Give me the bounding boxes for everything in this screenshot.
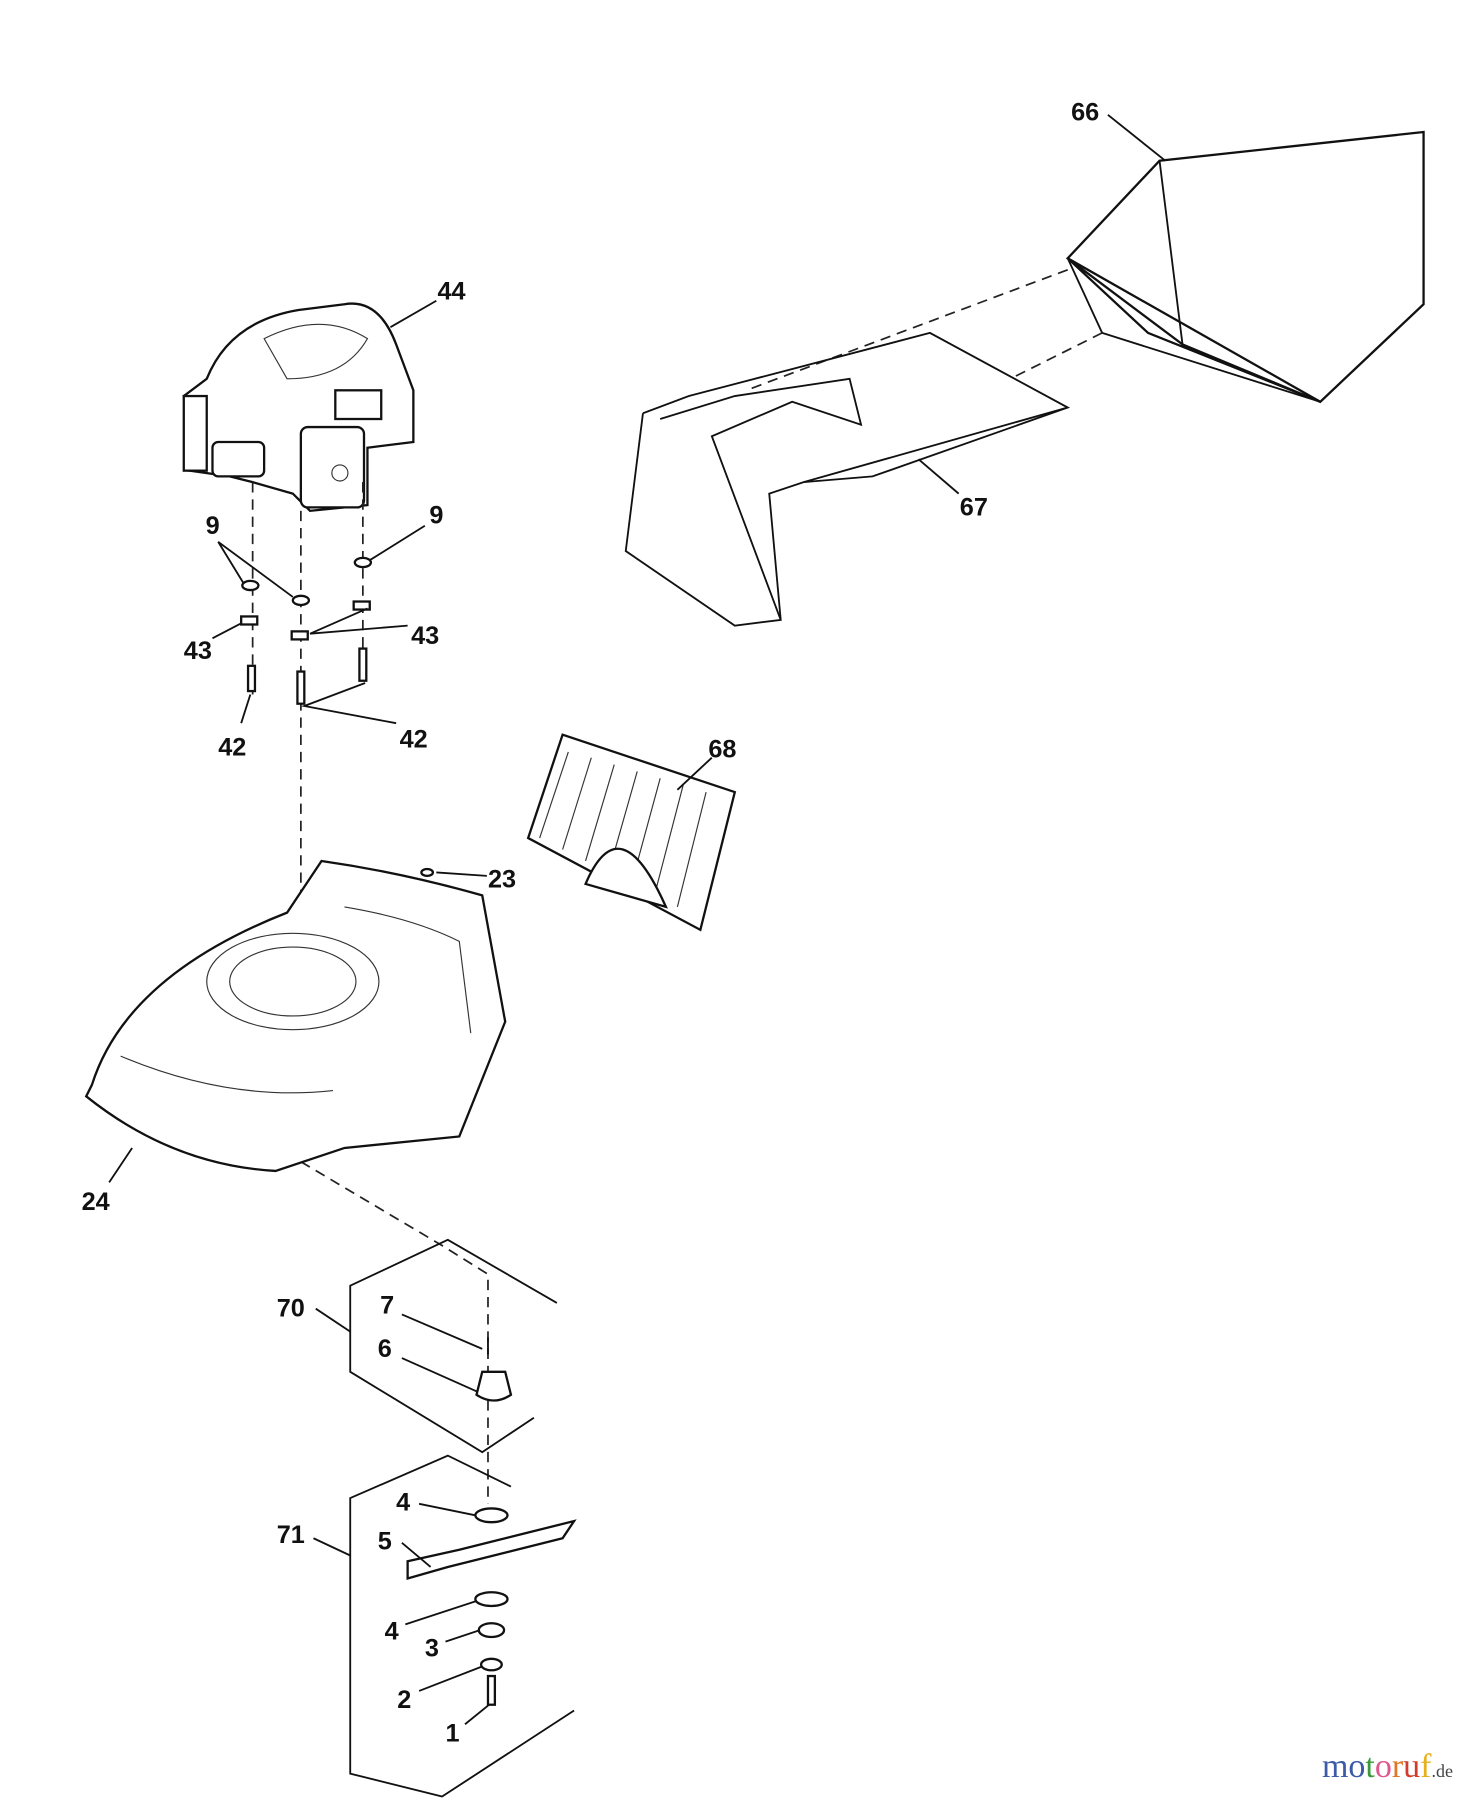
washers-bolts <box>240 556 435 878</box>
callout-68: 68 <box>708 736 736 764</box>
grass-bag <box>745 130 1425 404</box>
logo-letter: o <box>1374 1748 1392 1785</box>
callout-7: 7 <box>380 1291 394 1319</box>
callout-2: 2 <box>397 1686 411 1714</box>
engine <box>182 302 415 513</box>
callout-6: 6 <box>378 1335 392 1363</box>
callout-71: 71 <box>277 1521 305 1549</box>
logo-letter: r <box>1391 1748 1404 1785</box>
adapter-box <box>349 1238 558 1454</box>
callout-1: 1 <box>446 1719 460 1747</box>
leader-lines <box>108 114 1166 1725</box>
callout-42: 42 <box>218 733 246 761</box>
callout-4: 4 <box>385 1617 399 1645</box>
callout-24: 24 <box>82 1188 110 1216</box>
callout-9: 9 <box>429 501 443 529</box>
callout-9: 9 <box>206 512 220 540</box>
logo-letter: m <box>1321 1748 1349 1785</box>
callout-43: 43 <box>184 637 212 665</box>
callout-3: 3 <box>425 1635 439 1663</box>
callout-23: 23 <box>488 865 516 893</box>
grass-bag-frame <box>624 331 1071 627</box>
blade-adapter <box>475 1370 513 1402</box>
logo-letter: u <box>1403 1748 1421 1785</box>
motoruf-logo: motoruf.de <box>1322 1748 1453 1786</box>
logo-letter: t <box>1365 1748 1375 1785</box>
blade-box <box>349 1454 575 1798</box>
logo-suffix: .de <box>1431 1761 1454 1781</box>
callout-42: 42 <box>400 725 428 753</box>
callout-5: 5 <box>378 1528 392 1556</box>
callout-70: 70 <box>277 1295 305 1323</box>
mower-deck <box>84 859 507 1173</box>
callout-44: 44 <box>437 278 465 306</box>
blade-assembly <box>406 1507 577 1706</box>
logo-letter: o <box>1348 1748 1366 1785</box>
callout-4: 4 <box>396 1489 410 1517</box>
logo-letter: f <box>1420 1748 1432 1785</box>
callout-43: 43 <box>411 622 439 650</box>
callout-66: 66 <box>1071 99 1099 127</box>
callout-67: 67 <box>960 493 988 521</box>
